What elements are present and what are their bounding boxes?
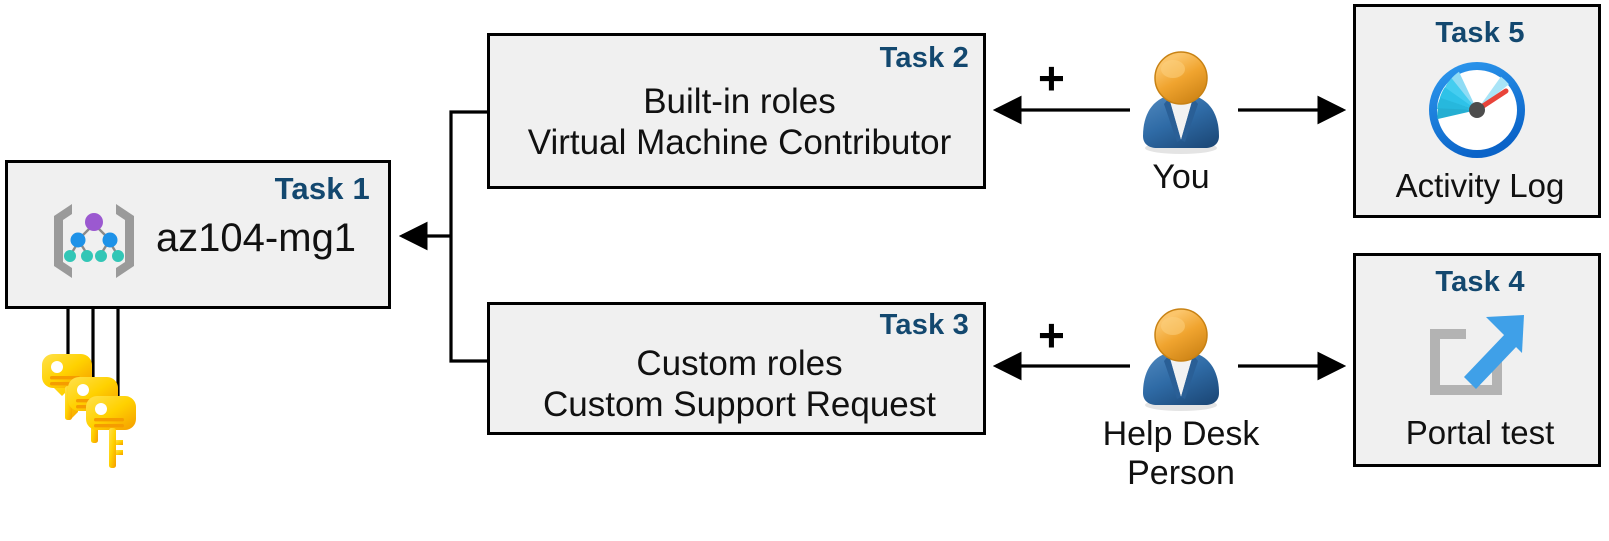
task5-label: Task 5 [1435,17,1525,49]
task3-label: Task 3 [879,309,969,341]
task2-text: Built-in roles Virtual Machine Contribut… [527,82,952,163]
external-link-icon [1420,305,1532,405]
task2-box[interactable]: Task 2 Built-in roles Virtual Machine Co… [487,33,986,189]
gauge-icon [1418,58,1536,162]
task2-label: Task 2 [879,42,969,74]
task3-text: Custom roles Custom Support Request [543,344,936,425]
task5-text: Activity Log [1395,167,1565,204]
plus-operator-bottom: + [1038,309,1065,361]
task4-text: Portal test [1405,414,1555,451]
task4-box[interactable]: Task 4 Portal test [1353,253,1601,467]
task4-label: Task 4 [1435,266,1525,298]
connector-tasks-to-task1 [398,110,487,363]
task1-box[interactable]: Task 1 az104-mg1 [5,160,391,309]
person-icon-helpdesk [1133,305,1229,413]
you-label: You [1152,158,1210,196]
person-icon-you [1133,48,1229,156]
plus-operator-top: + [1038,52,1065,104]
keys-icon [28,340,158,470]
task1-text: az104-mg1 [155,216,357,260]
management-group-icon [48,196,140,284]
task1-label: Task 1 [274,171,370,206]
helpdesk-label: Help Desk Person [1102,415,1260,493]
task3-box[interactable]: Task 3 Custom roles Custom Support Reque… [487,302,986,435]
